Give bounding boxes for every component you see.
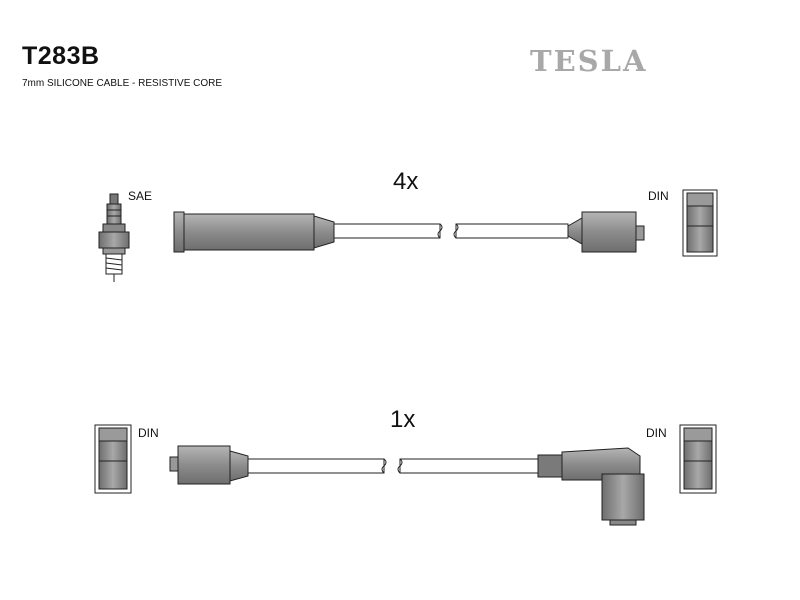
bottom-left-label: DIN (138, 426, 159, 440)
top-left-label: SAE (128, 189, 153, 203)
top-set-quantity: 4x (393, 168, 419, 195)
bottom-left-din-terminal-icon (94, 424, 132, 494)
cable-spec: 7mm SILICONE CABLE - RESISTIVE CORE (22, 78, 223, 89)
bottom-right-din-terminal-icon (679, 424, 717, 494)
top-din-terminal-icon (682, 189, 718, 257)
bottom-angled-boot (537, 447, 645, 526)
top-cable (333, 223, 569, 239)
bottom-cable (247, 458, 539, 474)
top-distributor-connector (567, 211, 645, 253)
top-right-label: DIN (648, 189, 669, 203)
spark-plug-icon (98, 193, 130, 282)
bottom-right-label: DIN (646, 426, 667, 440)
bottom-straight-connector (169, 445, 249, 485)
part-code: T283B (22, 42, 100, 70)
bottom-set-quantity: 1x (390, 406, 416, 433)
brand-logo: TESLA (530, 44, 648, 78)
top-straight-boot (173, 211, 335, 253)
